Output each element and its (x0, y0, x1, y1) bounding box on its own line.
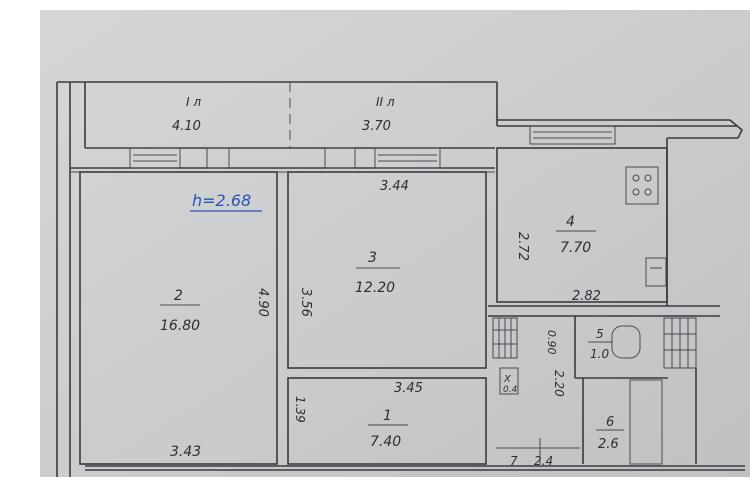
room-label-2-number: 2 (174, 288, 183, 304)
dim-room4-height: 2.72 (515, 232, 530, 261)
dim-bath-height: 2.20 (552, 370, 566, 397)
room-label-7-area: 2.4 (534, 454, 553, 468)
stove-icon (625, 166, 659, 205)
dim-hall-height: 1.39 (293, 396, 307, 423)
room-label-4-area: 7.70 (560, 240, 591, 256)
dim-wc-width: 0.90 (545, 330, 558, 355)
room-label-balcony-2-number: II л (376, 95, 395, 109)
paper-sheet (40, 10, 750, 477)
room-label-1-number: 1 (383, 408, 392, 424)
room-label-balcony-1-number: I л (186, 95, 201, 109)
bathtub-icon (629, 379, 663, 465)
dim-room4-width: 2.82 (572, 289, 601, 304)
labels: I л 4.10 II л 3.70 h=2.68 3.44 2 16.80 3… (160, 95, 624, 468)
dim-room3-height: 3.56 (298, 288, 313, 317)
room-label-balcony-1-area: 4.10 (172, 119, 201, 134)
x-mark-value: 0.4 (503, 385, 518, 395)
room-3-outline (287, 171, 487, 369)
outer-walls (56, 81, 745, 477)
room-label-5-area: 1.0 (590, 347, 609, 361)
dim-room3-width: 3.44 (380, 179, 409, 194)
ceiling-height-note: h=2.68 (192, 191, 251, 210)
room-label-2-area: 16.80 (160, 318, 200, 334)
room-label-4-number: 4 (566, 214, 575, 230)
room-label-3-area: 12.20 (355, 280, 395, 296)
room-label-6-area: 2.6 (598, 437, 619, 452)
dim-room2-width: 3.43 (170, 444, 201, 460)
room-label-6-number: 6 (606, 415, 614, 430)
room-label-balcony-2-area: 3.70 (362, 119, 391, 134)
dim-room2-height: 4.90 (255, 288, 270, 317)
dim-corridor-width: 3.45 (394, 381, 423, 396)
cabinet-x-box (499, 367, 519, 395)
x-mark: X (503, 374, 512, 385)
room-label-3-number: 3 (368, 250, 377, 266)
sink-icon (645, 257, 667, 287)
bathroom-block (488, 138, 720, 465)
room-label-5-number: 5 (596, 327, 604, 341)
room-label-1-area: 7.40 (370, 434, 401, 450)
room-1-outline (287, 377, 487, 465)
room-label-7-number: 7 (510, 454, 518, 468)
room-2-outline (79, 171, 278, 465)
